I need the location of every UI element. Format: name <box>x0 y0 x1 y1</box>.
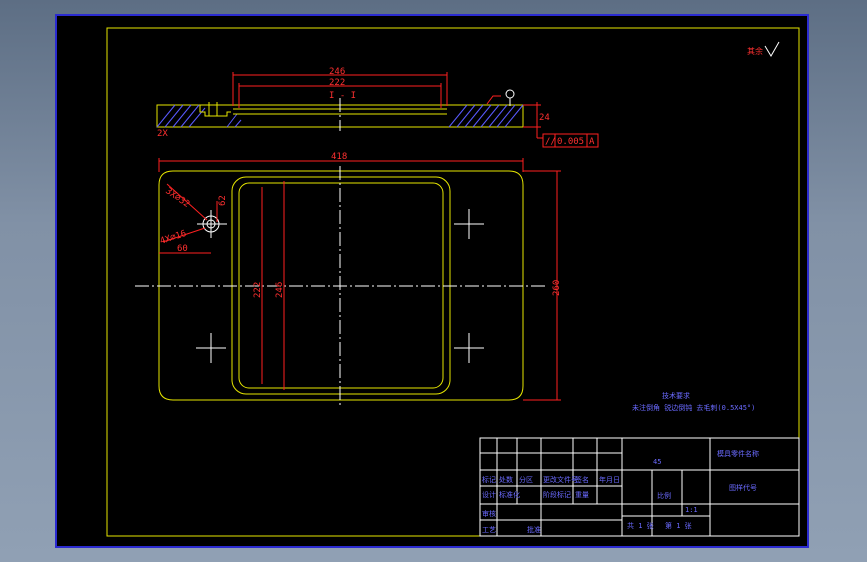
section-view <box>156 98 524 131</box>
surface-mark-text: 其余 <box>747 46 763 56</box>
datum-letter: A <box>589 137 595 147</box>
hole-markers <box>196 209 484 363</box>
dim-418-text: 418 <box>331 152 347 162</box>
tb-r2-1: 标准化 <box>499 490 520 499</box>
tb-r1-5: 年月日 <box>599 475 620 484</box>
dim-thickness: 24 // 0.005 A 2X <box>157 89 599 148</box>
notes-body: 未注倒角 锐边倒钝 去毛刺(0.5X45°) <box>632 403 755 412</box>
tb-r2-3: 重量 <box>575 491 589 499</box>
tb-drawing-no: 图样代号 <box>729 483 757 492</box>
title-block: 45 模具零件名称 图样代号 比例 1:1 共 1 张 第 1 张 标记 处数 … <box>479 437 800 537</box>
tb-sheet-b: 第 1 张 <box>665 521 692 530</box>
tb-r4-1: 批准 <box>527 525 541 534</box>
tb-scale-value: 1:1 <box>685 506 698 514</box>
tb-material: 45 <box>653 458 661 466</box>
dim-246-inner-text: 246 <box>275 282 285 298</box>
tb-sheet-a: 共 1 张 <box>627 521 654 530</box>
tb-r3-0: 审核 <box>482 509 496 518</box>
cad-drawing-viewport[interactable]: 其余 246 222 I - I <box>55 14 809 548</box>
cad-drawing-canvas: 其余 246 222 I - I <box>106 27 800 537</box>
drawing-frame <box>106 27 800 537</box>
tb-part-name: 模具零件名称 <box>717 449 759 458</box>
dim-top: 246 222 I - I <box>232 67 448 108</box>
section-label: I - I <box>329 91 356 101</box>
tb-r1-3: 更改文件号 <box>543 475 578 484</box>
tb-r4-0: 工艺 <box>482 526 496 534</box>
tolerance-symbol: // <box>545 137 556 147</box>
tolerance-value: 0.005 <box>557 137 584 147</box>
holes-3x-text: 3X⌀32 <box>163 186 191 210</box>
plan-view <box>135 166 547 408</box>
tb-r2-0: 设计 <box>482 490 496 499</box>
dim-24-text: 24 <box>539 113 550 123</box>
chamfer-text: 2X <box>157 129 168 139</box>
tb-r2-2: 阶段标记 <box>543 490 571 499</box>
roughness-symbol <box>764 41 780 57</box>
tb-r1-1: 处数 <box>499 475 513 484</box>
dim-62-text: 62 <box>218 195 228 206</box>
tb-r1-0: 标记 <box>482 475 496 484</box>
notes-title: 技术要求 <box>662 391 690 400</box>
tb-scale-label: 比例 <box>657 491 671 500</box>
tb-r1-2: 分区 <box>519 475 533 484</box>
dim-222-text: 222 <box>329 78 345 88</box>
dim-260-text: 260 <box>552 280 562 296</box>
dim-60-text: 60 <box>177 244 188 254</box>
dim-222-inner-text: 222 <box>253 282 263 298</box>
tb-r1-4: 签名 <box>575 475 589 484</box>
dim-246-text: 246 <box>329 67 345 77</box>
dim-plan: 418 260 222 246 60 62 3X⌀32 4X⌀16 <box>158 152 562 401</box>
